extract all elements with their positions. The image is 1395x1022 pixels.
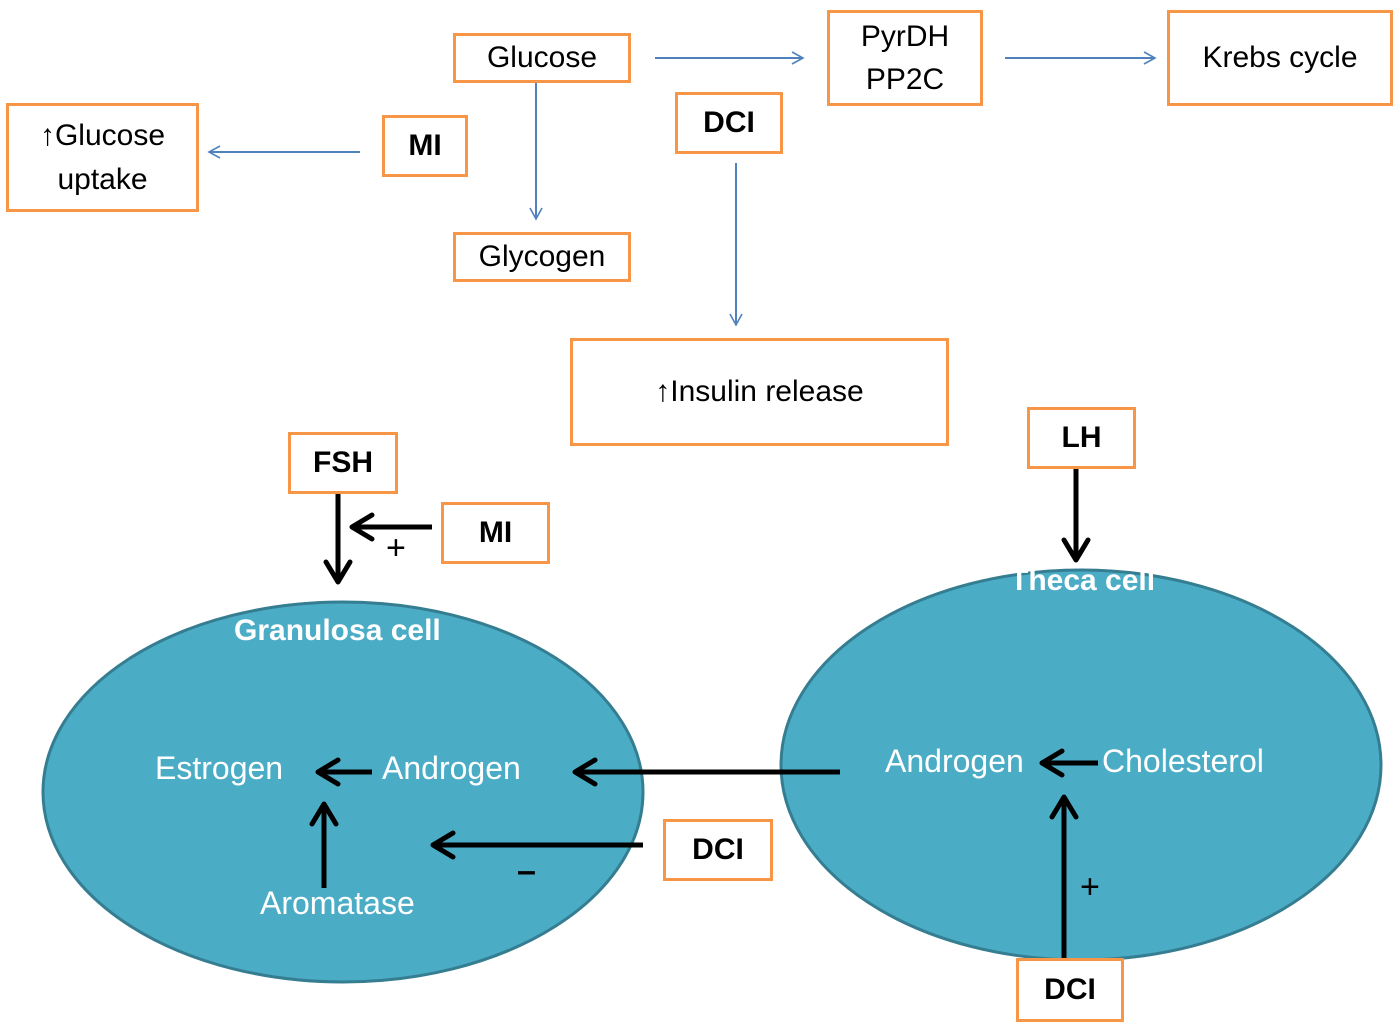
glucose-uptake-box: ↑Glucose uptake	[6, 103, 199, 212]
mi-top-box: MI	[382, 115, 468, 177]
aromatase-label: Aromatase	[260, 885, 415, 921]
insulin-release-label: ↑Insulin release	[655, 375, 864, 409]
dci-plus-sign: +	[1080, 868, 1100, 906]
mi-top-label: MI	[408, 129, 442, 163]
pyrdh-label: PyrDH	[860, 19, 950, 53]
dci-theca-label: DCI	[1044, 973, 1096, 1007]
granulosa-cell	[41, 600, 645, 984]
granulosa-cell-title: Granulosa cell	[234, 614, 441, 647]
insulin-release-box: ↑Insulin release	[570, 338, 949, 446]
lh-label: LH	[1061, 421, 1102, 455]
fsh-label: FSH	[313, 446, 373, 480]
dci-granulosa-label: DCI	[692, 833, 744, 867]
pyrdh-pp2c-box: PyrDH PP2C	[827, 10, 983, 106]
estrogen-label: Estrogen	[155, 750, 284, 786]
dci-minus-sign: –	[517, 852, 536, 890]
granulosa-androgen-label: Androgen	[382, 750, 521, 786]
glycogen-label: Glycogen	[478, 240, 606, 274]
dci-top-box: DCI	[675, 92, 783, 154]
krebs-cycle-label: Krebs cycle	[1202, 41, 1358, 75]
lh-box: LH	[1027, 407, 1136, 469]
mi-granulosa-label: MI	[478, 516, 513, 550]
dci-top-label: DCI	[703, 106, 755, 140]
pp2c-label: PP2C	[865, 63, 945, 96]
krebs-cycle-box: Krebs cycle	[1167, 10, 1393, 106]
theca-androgen-label: Androgen	[885, 743, 1024, 779]
glucose-label: Glucose	[486, 41, 598, 75]
glucose-uptake-line1: ↑Glucose	[39, 119, 166, 152]
mi-granulosa-box: MI	[441, 502, 550, 564]
glucose-box: Glucose	[453, 33, 631, 83]
mi-plus-sign: +	[386, 529, 406, 567]
cholesterol-label: Cholesterol	[1102, 743, 1264, 779]
glucose-uptake-line2: uptake	[57, 162, 148, 196]
dci-theca-box: DCI	[1016, 958, 1124, 1022]
fsh-box: FSH	[288, 432, 398, 494]
glycogen-box: Glycogen	[453, 232, 631, 282]
theca-cell-title: Theca cell	[1010, 564, 1156, 597]
dci-granulosa-box: DCI	[663, 819, 773, 881]
